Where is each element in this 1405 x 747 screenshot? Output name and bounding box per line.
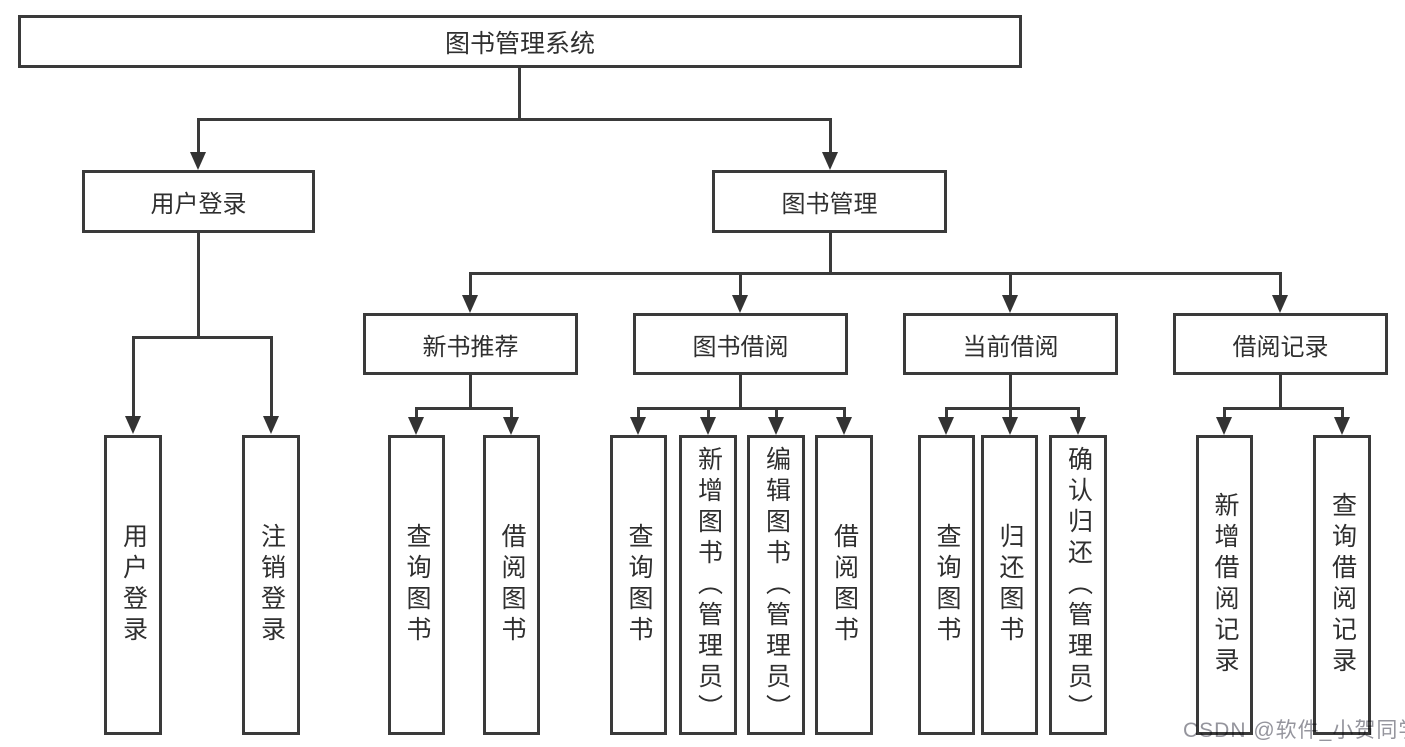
node-leaf-add-borrow-record: 新增借阅记录 (1196, 435, 1253, 735)
arrow-down-icon (822, 152, 838, 170)
csdn-watermark: CSDN @软件_小贺同学 (1183, 719, 1405, 742)
connector-line (829, 233, 832, 274)
arrow-down-icon (1070, 417, 1086, 435)
connector-line (739, 375, 742, 409)
arrow-down-icon (503, 417, 519, 435)
connector-line (637, 407, 640, 418)
connector-line (197, 118, 200, 154)
connector-line (1009, 272, 1012, 296)
connector-line (415, 407, 418, 418)
arrow-down-icon (1216, 417, 1232, 435)
connector-line (739, 272, 742, 296)
connector-line (637, 407, 846, 410)
node-leaf-edit-books-admin: 编辑图书（管理员） (747, 435, 805, 735)
node-borrowing-records: 借阅记录 (1173, 313, 1388, 375)
connector-line (843, 407, 846, 418)
connector-line (518, 68, 521, 120)
connector-line (1223, 407, 1344, 410)
node-book-management: 图书管理 (712, 170, 947, 233)
node-new-book-recommend: 新书推荐 (363, 313, 578, 375)
connector-line (510, 407, 513, 418)
arrow-down-icon (408, 417, 424, 435)
arrow-down-icon (1334, 417, 1350, 435)
connector-line (197, 233, 200, 338)
arrow-down-icon (190, 152, 206, 170)
connector-line (415, 407, 513, 410)
arrow-down-icon (938, 417, 954, 435)
node-root: 图书管理系统 (18, 15, 1022, 68)
arrow-down-icon (1002, 417, 1018, 435)
arrow-down-icon (263, 416, 279, 434)
connector-line (469, 272, 1282, 275)
node-leaf-query-borrow-record: 查询借阅记录 (1313, 435, 1371, 735)
connector-line (945, 407, 1080, 410)
node-user-login: 用户登录 (82, 170, 315, 233)
arrow-down-icon (630, 417, 646, 435)
node-leaf-logout: 注销登录 (242, 435, 300, 735)
connector-line (1223, 407, 1226, 418)
node-leaf-return-books: 归还图书 (981, 435, 1038, 735)
connector-line (132, 336, 273, 339)
connector-line (829, 118, 832, 154)
node-leaf-borrow-books-recommend: 借阅图书 (483, 435, 540, 735)
connector-line (707, 407, 710, 418)
arrow-down-icon (768, 417, 784, 435)
arrow-down-icon (1002, 295, 1018, 313)
connector-line (1279, 375, 1282, 409)
arrow-down-icon (462, 295, 478, 313)
connector-line (1077, 407, 1080, 418)
arrow-down-icon (836, 417, 852, 435)
node-leaf-borrow-books: 借阅图书 (815, 435, 873, 735)
node-leaf-user-login: 用户登录 (104, 435, 162, 735)
connector-line (1279, 272, 1282, 296)
connector-line (469, 375, 472, 409)
connector-line (197, 118, 832, 121)
arrow-down-icon (125, 416, 141, 434)
node-leaf-query-books-borrowing: 查询图书 (610, 435, 667, 735)
connector-line (945, 407, 948, 418)
connector-line (132, 336, 135, 416)
node-leaf-query-books-current: 查询图书 (918, 435, 975, 735)
node-current-borrowing: 当前借阅 (903, 313, 1118, 375)
node-book-borrowing: 图书借阅 (633, 313, 848, 375)
connector-line (270, 336, 273, 416)
connector-line (775, 407, 778, 418)
node-leaf-add-books-admin: 新增图书（管理员） (679, 435, 737, 735)
connector-line (469, 272, 472, 296)
arrow-down-icon (1272, 295, 1288, 313)
arrow-down-icon (700, 417, 716, 435)
node-leaf-query-books-recommend: 查询图书 (388, 435, 445, 735)
connector-line (1341, 407, 1344, 418)
node-leaf-confirm-return-admin: 确认归还（管理员） (1049, 435, 1107, 735)
connector-line (1009, 375, 1012, 409)
connector-line (1009, 407, 1012, 418)
arrow-down-icon (732, 295, 748, 313)
